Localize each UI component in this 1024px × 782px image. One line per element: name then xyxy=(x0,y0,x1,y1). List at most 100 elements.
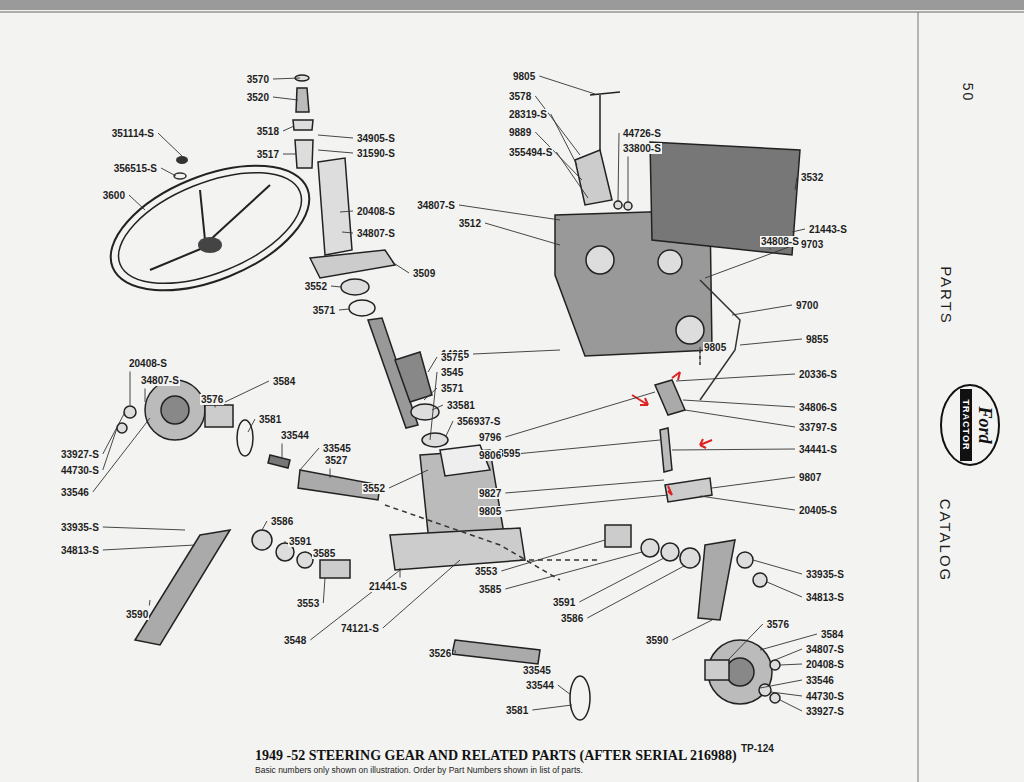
callout-number: 31590-S xyxy=(356,148,396,159)
leader-line xyxy=(683,400,795,407)
leader-line xyxy=(770,649,802,662)
callout-number: 3509 xyxy=(412,268,436,279)
callout-number: 3527 xyxy=(324,455,348,466)
callout-number: 3586 xyxy=(270,516,294,527)
leader-line xyxy=(446,421,453,436)
callout-number: 3553 xyxy=(296,598,320,609)
callout-number: 3570 xyxy=(246,74,270,85)
leader-line xyxy=(145,389,146,403)
callout-number: 9805 xyxy=(512,71,536,82)
leader-line xyxy=(285,541,286,543)
callout-number: 3586 xyxy=(560,613,584,624)
callout-number: 3584 xyxy=(820,629,844,640)
leader-line xyxy=(424,388,437,400)
leader-line xyxy=(273,78,300,79)
leader-line xyxy=(628,157,629,203)
leader-line xyxy=(780,700,802,711)
leader-line xyxy=(248,419,255,432)
page-title: 1949 -52 STEERING GEAR AND RELATED PARTS… xyxy=(255,748,737,764)
callout-number: 33927-S xyxy=(805,706,845,717)
callout-number: 9807 xyxy=(798,472,822,483)
callout-number: 33927-S xyxy=(60,449,100,460)
leader-line xyxy=(770,248,771,250)
side-heading: PARTS xyxy=(937,265,954,326)
callout-number: 3575 xyxy=(440,352,464,363)
leader-line xyxy=(700,347,701,362)
leader-line xyxy=(672,620,712,640)
leader-line xyxy=(579,558,664,602)
callout-number: 3548 xyxy=(283,635,307,646)
callout-number: 3576 xyxy=(766,619,790,630)
callout-number: 3571 xyxy=(440,383,464,394)
leader-line xyxy=(780,664,802,665)
logo-word: Ford xyxy=(975,383,995,467)
leader-line xyxy=(505,392,655,437)
callout-number: 3553 xyxy=(474,566,498,577)
leader-line xyxy=(331,286,341,287)
callout-number: 34807-S xyxy=(356,228,396,239)
leader-line xyxy=(432,405,443,410)
callout-number: 33800-S xyxy=(622,143,662,154)
side-heading: 50 xyxy=(959,81,976,103)
callout-number: 33546 xyxy=(805,675,835,686)
leader-line xyxy=(103,412,125,454)
leader-line xyxy=(93,418,150,492)
leader-line xyxy=(532,705,572,710)
callout-number: 9796 xyxy=(478,432,502,443)
callout-number: 9805 xyxy=(478,506,502,517)
leader-line xyxy=(712,477,795,488)
callout-number: 351114-S xyxy=(111,128,155,139)
leader-line xyxy=(505,495,668,511)
leader-line xyxy=(389,470,428,488)
leader-line xyxy=(505,552,642,589)
leader-line xyxy=(455,650,456,653)
leader-line xyxy=(539,76,595,94)
leader-line xyxy=(305,552,309,553)
leader-line xyxy=(587,566,684,618)
callout-number: 3520 xyxy=(246,92,270,103)
callout-number: 33935-S xyxy=(805,569,845,580)
callout-number: 21443-S xyxy=(808,224,848,235)
caption-note: Basic numbers only shown on illustration… xyxy=(255,765,583,775)
leader-line xyxy=(225,381,269,402)
leader-line xyxy=(383,560,460,628)
callout-number: 3526 xyxy=(428,648,452,659)
leader-line xyxy=(342,232,353,233)
callout-number: 21441-S xyxy=(368,581,408,592)
callout-number: 9806 xyxy=(478,450,502,461)
leader-line xyxy=(428,357,437,372)
callout-number: 3571 xyxy=(312,305,336,316)
callout-number: 34441-S xyxy=(798,444,838,455)
ford-logo: FordTRACTOR xyxy=(939,383,1001,467)
leader-line xyxy=(283,126,294,131)
callout-number: 3581 xyxy=(258,414,282,425)
leader-line xyxy=(215,405,216,408)
leader-line xyxy=(318,150,353,153)
callout-number: 3600 xyxy=(102,190,126,201)
callout-number: 33545 xyxy=(522,665,552,676)
leader-line xyxy=(130,372,131,406)
leader-line xyxy=(551,114,577,165)
leader-line xyxy=(767,582,802,597)
callout-number: 20408-S xyxy=(805,659,845,670)
callout-number: 34813-S xyxy=(805,592,845,603)
callout-number: 33581 xyxy=(446,400,476,411)
leader-line xyxy=(728,624,763,660)
leader-line xyxy=(771,692,802,696)
callout-number: 9889 xyxy=(508,127,532,138)
callout-number: 355494-S xyxy=(508,147,553,158)
leader-line xyxy=(700,496,795,510)
callout-number: 33935-S xyxy=(60,522,100,533)
callout-number: 20408-S xyxy=(356,206,396,217)
callout-number: 34808-S xyxy=(760,236,800,247)
leader-line xyxy=(262,521,267,530)
callout-number: 33797-S xyxy=(798,422,838,433)
leader-line xyxy=(283,154,296,155)
callout-number: 33546 xyxy=(60,487,90,498)
callout-number: 3591 xyxy=(552,597,576,608)
leader-line xyxy=(158,133,182,156)
leader-line xyxy=(753,560,802,574)
callout-number: 20405-S xyxy=(798,505,838,516)
leader-line xyxy=(676,374,795,381)
callout-number: 3578 xyxy=(508,91,532,102)
